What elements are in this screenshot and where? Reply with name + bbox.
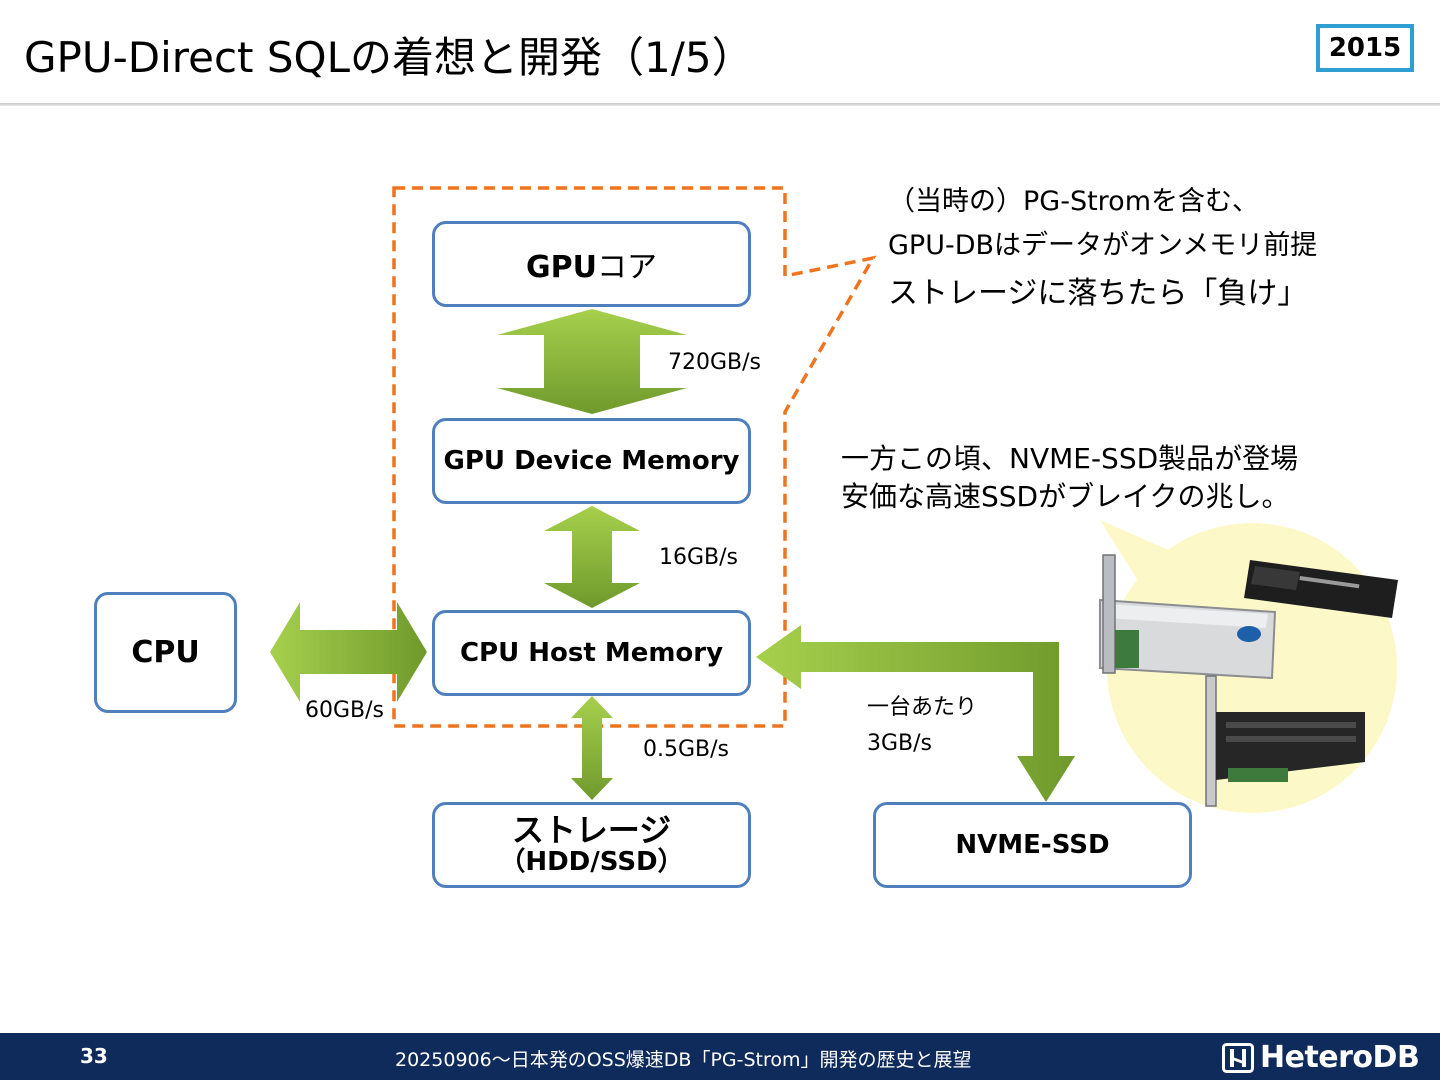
heterodb-logo: HeteroDB <box>1222 1040 1420 1075</box>
callout-nvme: 一方この頃、NVME-SSD製品が登場 安価な高速SSDがブレイクの兆し。 <box>841 440 1298 516</box>
arrow-cpu-host <box>270 602 427 702</box>
page-number: 33 <box>80 1044 108 1068</box>
diagram-canvas <box>270 186 1398 813</box>
node-gpu-core-bold: GPU <box>526 250 597 285</box>
callout-gpu-db-line1: （当時の）PG-Stromを含む、 <box>888 186 1259 217</box>
slide-title: GPU-Direct SQLの着想と開発（1/5） <box>24 33 754 82</box>
bandwidth-cpu-host: 60GB/s <box>305 698 385 723</box>
bandwidth-gpu-core-device: 720GB/s <box>668 350 762 375</box>
title-divider <box>0 103 1440 106</box>
ssd-products-callout <box>1099 520 1398 813</box>
node-gpu-core: GPUコア <box>432 221 751 307</box>
ssd-m2-icon <box>1244 560 1398 618</box>
ssd-add-in-card-icon <box>1205 675 1365 807</box>
heterodb-logo-icon <box>1222 1042 1254 1073</box>
bandwidth-device-host: 16GB/s <box>659 545 739 570</box>
footer-bar: 33 20250906～日本発のOSS爆速DB「PG-Strom」開発の歴史と展… <box>0 1033 1440 1080</box>
arrow-host-storage <box>571 696 613 800</box>
bandwidth-nvme-line2: 3GB/s <box>867 731 933 756</box>
arrow-gpu-core-device <box>497 309 687 414</box>
bandwidth-host-storage: 0.5GB/s <box>643 737 730 762</box>
callout-nvme-line1: 一方この頃、NVME-SSD製品が登場 <box>841 442 1299 475</box>
year-badge: 2015 <box>1316 24 1414 72</box>
node-cpu-host-memory: CPU Host Memory <box>432 610 751 696</box>
node-gpu-core-rest: コア <box>596 250 657 285</box>
ssd-pcie-card-icon <box>1099 554 1277 680</box>
callout-gpu-db-line3: ストレージに落ちたら「負け」 <box>888 276 1308 311</box>
logo-text: HeteroDB <box>1260 1040 1420 1075</box>
in-memory-boundary <box>392 186 877 728</box>
arrow-nvme-host <box>756 625 1075 802</box>
node-storage-line1: ストレージ <box>511 810 672 849</box>
bandwidth-nvme: 一台あたり 3GB/s <box>867 690 977 762</box>
callout-nvme-line2: 安価な高速SSDがブレイクの兆し。 <box>841 480 1290 513</box>
node-nvme-ssd: NVME-SSD <box>873 802 1192 888</box>
node-cpu: CPU <box>94 592 237 713</box>
node-storage: ストレージ （HDD/SSD） <box>432 802 751 888</box>
callout-gpu-db-line2: GPU-DBはデータがオンメモリ前提 <box>888 230 1318 261</box>
node-gpu-device-memory: GPU Device Memory <box>432 418 751 504</box>
footer-text: 20250906～日本発のOSS爆速DB「PG-Strom」開発の歴史と展望 <box>395 1049 972 1071</box>
arrow-device-host <box>544 506 640 608</box>
bandwidth-nvme-line1: 一台あたり <box>867 695 978 720</box>
node-storage-line2: （HDD/SSD） <box>499 847 684 878</box>
callout-gpu-db: （当時の）PG-Stromを含む、 GPU-DBはデータがオンメモリ前提 ストレ… <box>888 180 1317 316</box>
